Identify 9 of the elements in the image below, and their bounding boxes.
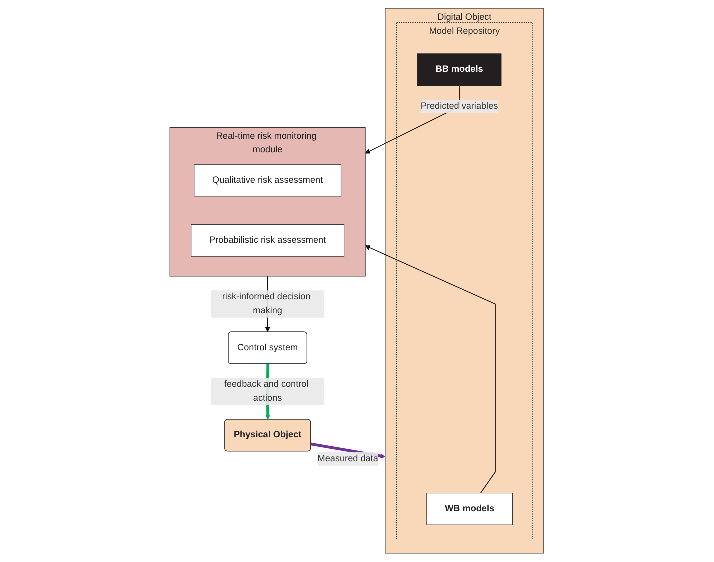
edge-label: Predicted variables [420,102,498,112]
node-box: Probabilistic risk assessment [191,224,345,257]
node-box: Qualitative risk assessment [194,164,342,197]
edge-label: risk-informed decision making [222,292,311,316]
edge-label: Measured data [318,454,378,464]
edge-label: feedback and control actions [224,380,309,404]
node-box: WB models [426,493,513,526]
node-box: BB models [417,54,502,86]
arrow [365,246,496,494]
